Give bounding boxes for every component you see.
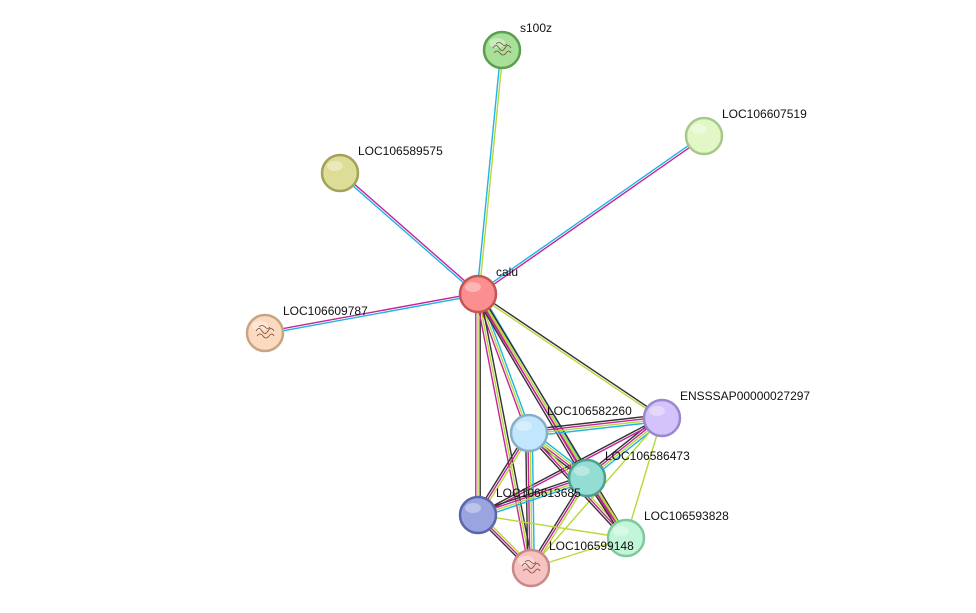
- node-label: s100z: [520, 21, 552, 35]
- node-LOC106593828[interactable]: LOC106593828: [606, 509, 729, 558]
- edge-strand: [475, 294, 625, 540]
- node-highlight: [649, 406, 665, 416]
- node-label: LOC106613685: [496, 486, 581, 500]
- node-circle[interactable]: [642, 398, 682, 438]
- edge-strand: [477, 293, 627, 539]
- edge-ENSSSAP00000027297-LOC106582260[interactable]: [528, 414, 663, 437]
- node-circle[interactable]: [509, 413, 549, 453]
- node-circle[interactable]: [606, 518, 646, 558]
- edge-strand: [625, 417, 663, 539]
- node-label: LOC106593828: [644, 509, 729, 523]
- edge-calu-LOC106613685[interactable]: [475, 294, 481, 515]
- edge-strand: [264, 292, 478, 333]
- node-circle[interactable]: [458, 495, 498, 535]
- protein-structure-icon: [492, 42, 512, 56]
- edge-strand: [525, 433, 529, 569]
- node-label: LOC106607519: [722, 107, 807, 121]
- node-highlight: [574, 466, 590, 476]
- edge-strand: [475, 294, 530, 569]
- node-highlight: [327, 161, 343, 171]
- protein-structure-icon: [521, 560, 541, 574]
- edge-strand: [479, 292, 629, 538]
- edge-strand: [529, 418, 663, 435]
- edge-strand: [478, 480, 589, 519]
- edge-strand: [528, 414, 662, 431]
- node-s100z[interactable]: s100z: [482, 21, 552, 70]
- edge-strand: [474, 295, 585, 481]
- node-label: LOC106609787: [283, 304, 368, 318]
- node-ENSSSAP00000027297[interactable]: ENSSSAP00000027297: [642, 389, 810, 438]
- edge-ENSSSAP00000027297-LOC106593828[interactable]: [625, 417, 663, 539]
- node-circle[interactable]: [458, 274, 498, 314]
- node-circle[interactable]: [567, 458, 607, 498]
- node-LOC106613685[interactable]: LOC106613685: [458, 486, 581, 535]
- node-label: calu: [496, 265, 518, 279]
- edge-calu-ENSSSAP00000027297[interactable]: [476, 292, 664, 420]
- edge-calu-LOC106589575[interactable]: [338, 171, 480, 296]
- node-circle[interactable]: [482, 30, 522, 70]
- edge-strand: [476, 474, 587, 513]
- node-highlight: [691, 124, 707, 134]
- node-highlight: [516, 421, 532, 431]
- node-circle[interactable]: [684, 116, 724, 156]
- node-label: LOC106582260: [547, 404, 632, 418]
- node-circle[interactable]: [245, 313, 285, 353]
- node-label: LOC106589575: [358, 144, 443, 158]
- node-highlight: [465, 282, 481, 292]
- node-label: LOC106586473: [605, 449, 690, 463]
- edge-strand: [477, 514, 627, 539]
- edge-strand: [478, 50, 504, 295]
- node-LOC106609787[interactable]: LOC106609787: [245, 304, 368, 353]
- edge-strand: [476, 134, 704, 294]
- protein-structure-icon: [255, 325, 275, 339]
- node-circle[interactable]: [511, 548, 551, 588]
- edge-calu-LOC106593828[interactable]: [475, 292, 629, 540]
- node-label: ENSSSAP00000027297: [680, 389, 810, 403]
- edge-LOC106613685-LOC106593828[interactable]: [477, 514, 627, 539]
- edge-calu-LOC106607519[interactable]: [476, 134, 706, 296]
- node-LOC106607519[interactable]: LOC106607519: [684, 107, 807, 156]
- node-calu[interactable]: calu: [458, 265, 518, 314]
- edge-strand: [265, 294, 479, 335]
- node-LOC106599148[interactable]: LOC106599148: [511, 539, 634, 588]
- node-highlight: [613, 526, 629, 536]
- edge-strand: [529, 420, 663, 437]
- edge-strand: [528, 416, 662, 433]
- edge-strand: [476, 294, 662, 420]
- edge-strand: [477, 293, 530, 434]
- node-circle[interactable]: [320, 153, 360, 193]
- edge-strand: [478, 136, 706, 296]
- node-LOC106586473[interactable]: LOC106586473: [567, 449, 690, 498]
- edge-strand: [476, 49, 502, 294]
- edge-strand: [478, 292, 664, 418]
- edge-calu-s100z[interactable]: [476, 49, 504, 295]
- node-label: LOC106599148: [549, 539, 634, 553]
- node-highlight: [465, 503, 481, 513]
- node-LOC106589575[interactable]: LOC106589575: [320, 144, 443, 193]
- edge-strand: [340, 171, 480, 294]
- node-LOC106582260[interactable]: LOC106582260: [509, 404, 632, 453]
- edge-strand: [338, 173, 478, 296]
- edge-calu-LOC106609787[interactable]: [264, 292, 479, 335]
